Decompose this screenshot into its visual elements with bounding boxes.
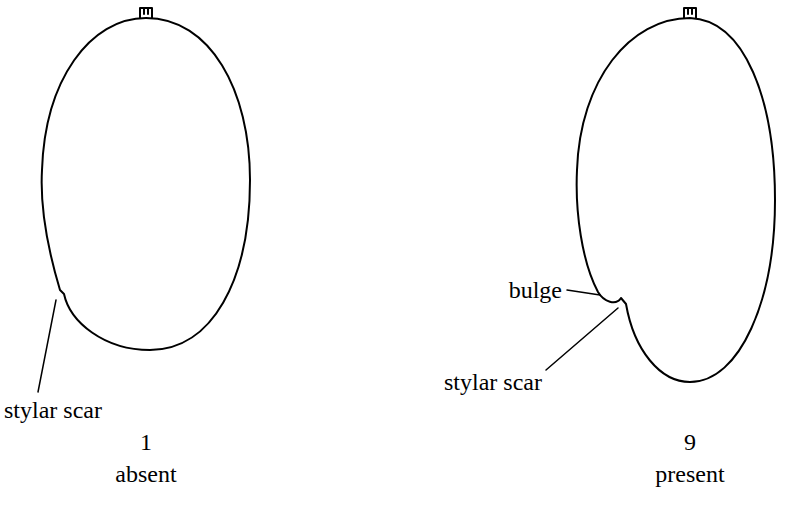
part-label: stylar scar [444, 368, 542, 397]
label-slot: 9 [684, 428, 696, 457]
fruit-stem [684, 8, 696, 18]
label-slot: stylar scar [444, 368, 542, 397]
leader-line [546, 308, 618, 370]
label-slot: stylar scar [4, 396, 102, 425]
fruit-stem [140, 8, 152, 18]
label-slot: 1 [140, 428, 152, 457]
score-number: 1 [140, 428, 152, 457]
label-slot: absent [115, 460, 176, 489]
part-label: bulge [509, 276, 562, 305]
leader-line [38, 300, 56, 392]
state-label: absent [115, 460, 176, 489]
fruit-outline [42, 18, 250, 350]
label-slot: present [655, 460, 724, 489]
score-number: 9 [684, 428, 696, 457]
label-slot: bulge [509, 276, 562, 305]
state-label: present [655, 460, 724, 489]
leader-line [567, 290, 600, 295]
fruit-outline [577, 18, 775, 382]
part-label: stylar scar [4, 396, 102, 425]
